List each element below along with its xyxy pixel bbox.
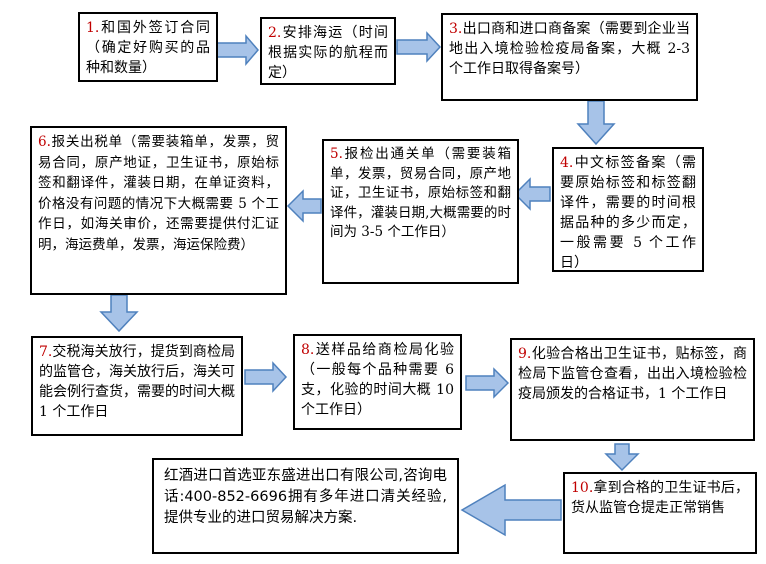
step-text: 中文标签备案（需要原始标签和标签翻译件，需要的时间根据品种的多少而定，一般需要 … [560,155,696,271]
step-text: 安排海运（时间根据实际的航程而定） [268,25,388,81]
arrow-6-to-7 [99,294,139,333]
arrow-4-to-5 [513,177,551,211]
step-10-box: 10.拿到合格的卫生证书后，货从监管仓提走正常销售 [563,472,757,554]
step-1-box: 1.和国外签订合同（确定好购买的品种和数量） [78,12,218,82]
step-number: 9. [518,346,532,362]
arrow-10-to-note [460,483,562,537]
step-text: 报关出税单（需要装箱单，发票，贸易合同，原产地证，卫生证书，原始标签和翻译件，灌… [38,134,279,253]
step-text: 和国外签订合同（确定好购买的品种和数量） [86,20,210,76]
step-text: 拿到合格的卫生证书后，货从监管仓提走正常销售 [571,480,749,516]
company-note-box: 红酒进口首选亚东盛进出口有限公司,咨询电话:400-852-6696拥有多年进口… [152,458,459,554]
step-5-box: 5.报检出通关单（需要装箱单，发票，贸易合同，原产地证，卫生证书，原始标签和翻译… [322,139,519,284]
step-number: 8. [301,342,315,358]
step-text: 送样品给商检局化验（一般每个品种需要 6 支，化验的时间大概 10 个工作日） [301,342,454,418]
arrow-3-to-4 [576,100,616,146]
company-note-text: 红酒进口首选亚东盛进出口有限公司,咨询电话:400-852-6696拥有多年进口… [164,468,447,526]
step-number: 2. [268,25,282,41]
arrow-2-to-3 [396,31,442,63]
step-number: 1. [86,20,100,36]
step-2-box: 2.安排海运（时间根据实际的航程而定） [260,17,396,85]
step-number: 4. [560,155,574,171]
step-8-box: 8.送样品给商检局化验（一般每个品种需要 6 支，化验的时间大概 10 个工作日… [293,334,462,430]
step-3-box: 3.出口商和进口商备案（需要到企业当地出入境检验检疫局备案，大概 2-3 个工作… [441,13,698,101]
step-text: 交税海关放行，提货到商检局的监管仓，海关放行后，海关可能会例行查货，需要的时间大… [39,344,235,420]
step-text: 化验合格出卫生证书，贴标签，商检局下监管仓查看，出出入境检验检疫局颁发的合格证书… [518,346,747,402]
arrow-1-to-2 [215,33,259,67]
step-text: 报检出通关单（需要装箱单，发票，贸易合同，原产地证，卫生证书，原始标签和翻译件，… [330,146,511,240]
step-text: 出口商和进口商备案（需要到企业当地出入境检验检疫局备案，大概 2-3 个工作日取… [449,21,690,77]
step-number: 5. [330,146,343,162]
arrow-8-to-9 [465,367,510,399]
step-number: 6. [38,134,51,150]
arrow-7-to-8 [244,361,288,393]
step-4-box: 4.中文标签备案（需要原始标签和标签翻译件，需要的时间根据品种的多少而定，一般需… [552,147,704,272]
arrow-9-to-10 [604,443,640,472]
step-number: 3. [449,21,463,37]
step-9-box: 9.化验合格出卫生证书，贴标签，商检局下监管仓查看，出出入境检验检疫局颁发的合格… [510,338,755,441]
step-number: 10. [571,480,594,496]
arrow-5-to-6 [286,189,322,223]
step-number: 7. [39,344,53,360]
step-7-box: 7.交税海关放行，提货到商检局的监管仓，海关放行后，海关可能会例行查货，需要的时… [31,336,243,436]
step-6-box: 6.报关出税单（需要装箱单，发票，贸易合同，原产地证，卫生证书，原始标签和翻译件… [30,126,287,295]
